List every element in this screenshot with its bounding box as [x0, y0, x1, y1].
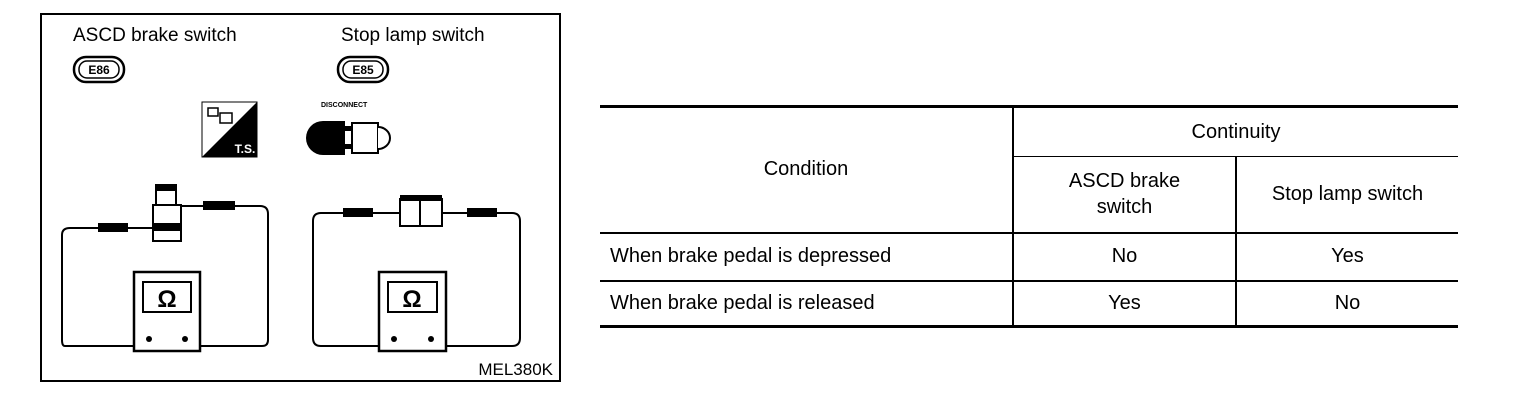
row-ascd-value: No: [1013, 232, 1237, 281]
table-row: When brake pedal is depressed No Yes: [600, 232, 1458, 281]
row-condition: When brake pedal is released: [600, 280, 1014, 327]
left-connector-badge: E86: [72, 55, 126, 84]
left-title: ASCD brake switch: [73, 25, 237, 46]
svg-text:T.S.: T.S.: [235, 142, 256, 156]
right-connector-badge: E85: [336, 55, 390, 84]
right-title: Stop lamp switch: [341, 25, 485, 46]
table-row: When brake pedal is released Yes No: [600, 280, 1458, 327]
right-circuit: Ω: [312, 195, 521, 353]
diagram-frame: [40, 13, 561, 382]
figure-code: MEL380K: [478, 360, 553, 379]
svg-text:Ω: Ω: [157, 286, 176, 313]
svg-text:E85: E85: [352, 63, 374, 77]
svg-text:DISCONNECT: DISCONNECT: [321, 102, 368, 109]
left-ohmmeter-icon: Ω: [132, 270, 202, 353]
disconnect-icon: DISCONNECT: [306, 102, 391, 155]
svg-text:E86: E86: [88, 63, 110, 77]
test-diagram: ASCD brake switch Stop lamp switch E86 E…: [40, 13, 561, 382]
left-circuit: Ω: [61, 184, 269, 353]
svg-text:Ω: Ω: [402, 286, 421, 313]
row-condition: When brake pedal is depressed: [600, 232, 1014, 281]
ts-icon: T.S.: [201, 101, 258, 158]
row-stop-value: Yes: [1331, 245, 1364, 267]
row-ascd-value: Yes: [1013, 280, 1237, 327]
stop-lamp-switch-header: Stop lamp switch: [1271, 182, 1424, 205]
right-ohmmeter-icon: Ω: [377, 270, 448, 353]
continuity-header: Continuity: [1013, 106, 1458, 157]
condition-header: Condition: [600, 106, 1014, 233]
row-stop-value: No: [1334, 291, 1361, 314]
